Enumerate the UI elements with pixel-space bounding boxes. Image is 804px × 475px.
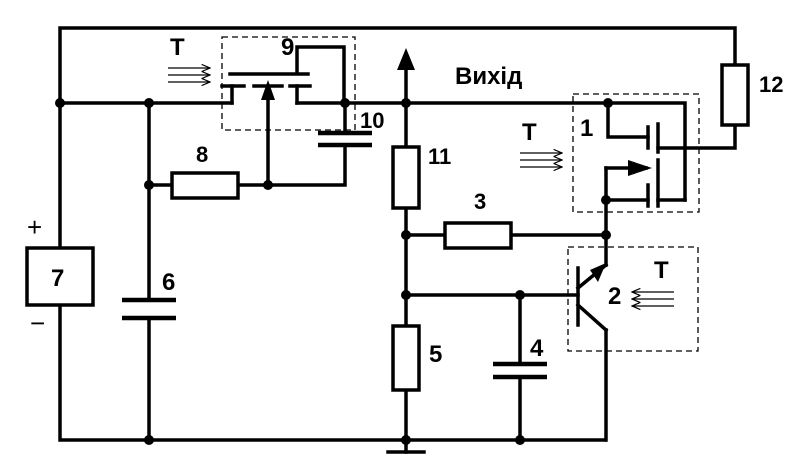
output-label: Вихід (455, 63, 522, 90)
plus-sign: + (27, 212, 42, 242)
heat-rays-1 (520, 153, 562, 167)
source-7: 7 + − (25, 212, 95, 338)
heat-rays-9 (168, 68, 210, 82)
label-7: 7 (51, 265, 64, 292)
minus-sign: − (30, 308, 45, 338)
output-terminal: Вихід (397, 48, 522, 90)
label-4: 4 (530, 335, 544, 362)
resistor-8: 8 (170, 142, 240, 200)
resistor-12: 12 (720, 63, 783, 127)
label-11: 11 (428, 144, 451, 169)
capacitor-6: 6 (122, 269, 176, 321)
resistor-11: 11 (391, 144, 451, 210)
label-2: 2 (608, 283, 621, 310)
temp-symbol-1: T (522, 119, 537, 146)
label-5: 5 (429, 341, 442, 368)
heat-rays-2 (632, 292, 674, 306)
transistor-9: 9 T (168, 34, 356, 131)
label-10: 10 (360, 108, 384, 133)
transistor-2: 2 T (567, 246, 699, 352)
label-3: 3 (474, 189, 486, 214)
label-6: 6 (162, 269, 175, 296)
label-9: 9 (281, 34, 294, 61)
transistor-1: 1 T (520, 93, 700, 213)
resistor-5: 5 (391, 324, 442, 392)
resistor-3: 3 (443, 189, 513, 250)
label-8: 8 (196, 142, 208, 167)
temp-symbol-9: T (170, 34, 185, 61)
label-1: 1 (580, 115, 593, 142)
capacitor-10: 10 (318, 108, 384, 148)
label-12: 12 (759, 72, 783, 97)
temp-symbol-2: T (654, 257, 669, 284)
junction-dots (55, 98, 613, 445)
capacitor-4: 4 (493, 335, 547, 380)
